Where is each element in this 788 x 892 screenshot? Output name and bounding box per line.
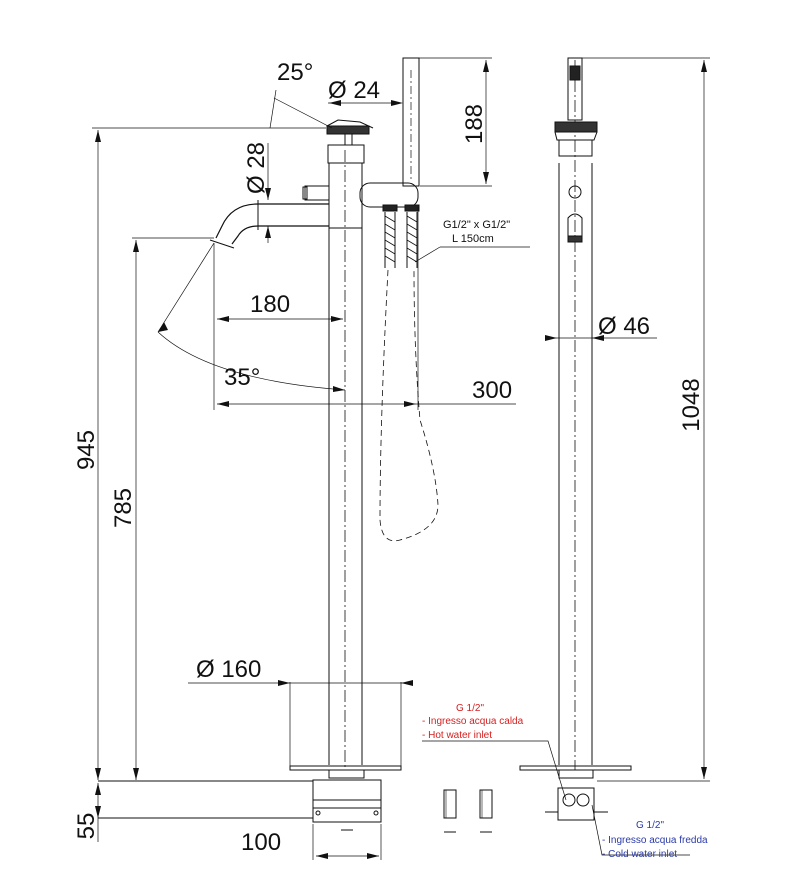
flexible-hose-dashed (379, 269, 439, 542)
dim-spout-reach: 180 (250, 291, 290, 318)
hose-right (404, 204, 420, 268)
handle-knob (326, 119, 374, 145)
base-plate (289, 682, 402, 831)
hot-inlet-en: - Hot water inlet (422, 730, 492, 741)
hot-inlet-it: - Ingresso acqua calda (422, 716, 524, 727)
dim-angle-spout: 35° (224, 364, 260, 391)
dim-dia-spout: Ø 28 (243, 142, 270, 194)
dim-total-height: 1048 (678, 378, 705, 431)
riser-pipe (328, 150, 363, 770)
dim-dia-body: Ø 46 (598, 313, 650, 340)
dim-dia-base: Ø 160 (196, 656, 261, 683)
spout (209, 200, 329, 249)
dim-handshower-length: 188 (461, 104, 488, 144)
dim-height-785: 785 (110, 488, 137, 528)
side-view-riser (558, 60, 593, 770)
cold-inlet-en: - Cold water inlet (602, 849, 677, 860)
handshower-holder (359, 57, 420, 208)
dim-height-945: 945 (73, 430, 100, 470)
mixer-body (302, 144, 365, 229)
valve-left (443, 789, 457, 833)
dim-angle-handle: 25° (277, 59, 313, 86)
dim-total-reach: 300 (472, 377, 512, 404)
cold-inlet-it: - Ingresso acqua fredda (602, 835, 708, 846)
valve-right (479, 789, 493, 833)
hose-left (382, 204, 398, 268)
dim-box-width: 100 (241, 829, 281, 856)
side-view-base (519, 765, 632, 821)
dim-dia-handle: Ø 24 (328, 77, 380, 104)
cold-inlet-thread: G 1/2" (636, 820, 664, 831)
hose-connection-label: G1/2" x G1/2" (443, 219, 510, 231)
side-view-top (554, 57, 598, 243)
hot-inlet-thread: G 1/2" (456, 703, 484, 714)
dim-box-depth: 55 (73, 813, 100, 840)
hose-length-label: L 150cm (452, 233, 494, 245)
